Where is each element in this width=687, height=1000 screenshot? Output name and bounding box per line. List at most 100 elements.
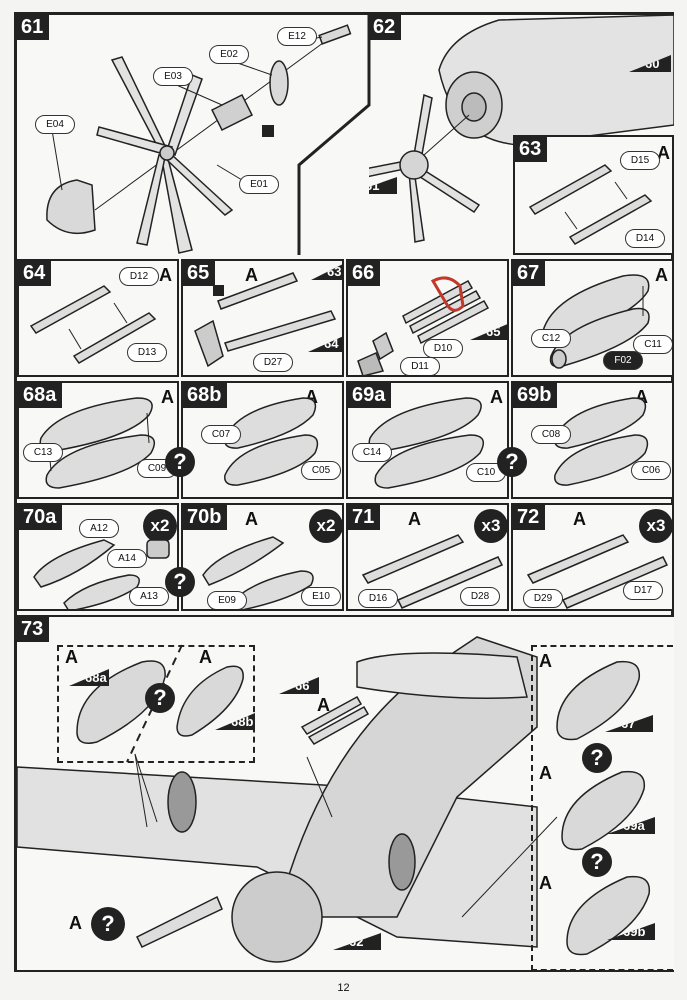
step-number: 73	[17, 617, 50, 642]
step-number: 69a	[348, 383, 392, 408]
step-number: 64	[19, 261, 52, 286]
step-67-panel: 67 A C12 C11 F02	[511, 259, 674, 377]
question-mark-icon: ?	[497, 447, 527, 477]
step-letter: A	[539, 651, 552, 671]
step-63-panel: 63 A D15 D14	[513, 135, 674, 255]
part-label-C06: C06	[631, 461, 671, 480]
part-label-D17: D17	[623, 581, 663, 600]
drop-tank-drawing	[542, 274, 650, 369]
tank-option-drawings	[76, 644, 651, 956]
part-label-C14: C14	[352, 443, 392, 462]
step-number: 71	[348, 505, 381, 530]
step-number: 72	[513, 505, 546, 530]
propeller-assembly-drawing	[46, 24, 352, 254]
step-letter: A	[490, 387, 503, 407]
tank-option-box-right	[531, 645, 673, 970]
step-70b-panel: 70b A x2 E09 E10	[181, 503, 344, 611]
step-number: 67	[513, 261, 546, 286]
multiplier-badge: x2	[143, 509, 177, 543]
step-letter: A	[69, 913, 82, 933]
drop-tank-halves-drawing	[368, 397, 485, 489]
step-letter: A	[655, 265, 668, 285]
step-number: 65	[183, 261, 216, 286]
step-number: 68b	[183, 383, 228, 408]
part-label-D10: D10	[423, 339, 463, 358]
part-label-C11: C11	[633, 335, 672, 354]
part-label-E09: E09	[207, 591, 247, 609]
step-71-panel: 71 A x3 D16 D28	[346, 503, 509, 611]
step-letter: A	[199, 647, 212, 667]
step-69a-panel: 69a A C14 C10	[346, 381, 509, 499]
question-mark-icon: ?	[145, 683, 175, 713]
part-label-D12: D12	[119, 267, 159, 286]
step-number: 69b	[513, 383, 558, 408]
step-letter: A	[657, 143, 670, 163]
page-number: 12	[337, 982, 350, 994]
step-number: 63	[515, 137, 548, 162]
step-letter: A	[245, 509, 258, 529]
step-letter: A	[159, 265, 172, 285]
part-label-A12: A12	[79, 519, 119, 538]
tank-option-box-68	[57, 645, 255, 763]
step-letter: A	[573, 509, 586, 529]
part-label-D11: D11	[400, 357, 440, 375]
question-mark-icon: ?	[165, 447, 195, 477]
part-label-D28: D28	[460, 587, 500, 606]
bomb-assembly-drawing	[202, 536, 314, 609]
rocket-assembly-drawing	[361, 534, 504, 609]
part-label-D29: D29	[523, 589, 563, 608]
step-number: 70a	[19, 505, 63, 530]
step-number: 68a	[19, 383, 63, 408]
step-68a-panel: 68a A C13 C09	[17, 381, 179, 499]
step-number: 62	[369, 15, 402, 40]
multiplier-badge: x2	[309, 509, 342, 543]
part-label-E10: E10	[301, 587, 341, 606]
step-number: 70b	[183, 505, 228, 530]
part-label-C13: C13	[23, 443, 63, 462]
rocket-rail-assembly-drawing	[194, 272, 337, 368]
instruction-page: 61	[14, 12, 674, 972]
multiplier-badge: x3	[639, 509, 672, 543]
part-label-E01: E01	[239, 175, 279, 194]
step-61-panel: 61	[17, 15, 369, 255]
question-mark-icon: ?	[91, 907, 125, 941]
multiplier-badge: x3	[474, 509, 507, 543]
part-label-D13: D13	[127, 343, 167, 362]
rocket-rail-drawing	[528, 164, 653, 245]
part-label-D27: D27	[253, 353, 293, 372]
step-70a-panel: 70a x2 A12 A14 A13	[17, 503, 179, 611]
question-mark-icon: ?	[582, 743, 612, 773]
step-69b-panel: 69b A C08 C06	[511, 381, 674, 499]
step-letter: A	[539, 873, 552, 893]
part-label-A13: A13	[129, 587, 169, 606]
rocket-assembly-drawing	[526, 534, 669, 609]
drop-tank-halves-drawing	[39, 397, 156, 489]
step-64-panel: 64 A D12 D13	[17, 259, 179, 377]
part-label-D15: D15	[620, 151, 660, 170]
drop-tank-halves-drawing	[554, 397, 649, 486]
step-letter: A	[65, 647, 78, 667]
rocket-rail-drawing	[29, 285, 157, 364]
step-number: 61	[17, 15, 50, 40]
step-letter: A	[317, 695, 330, 715]
bomb-assembly-drawing	[33, 539, 170, 609]
part-label-A14: A14	[107, 549, 147, 568]
rocket-bundle-drawing	[357, 276, 490, 375]
step-65-panel: 65 A 63 64 D27	[181, 259, 344, 377]
part-label-C12: C12	[531, 329, 571, 348]
part-label-C08: C08	[531, 425, 571, 444]
part-label-D16: D16	[358, 589, 398, 608]
aircraft-underside-drawing	[17, 636, 558, 963]
part-label-D14: D14	[625, 229, 665, 248]
step-letter: A	[161, 387, 174, 407]
part-label-C05: C05	[301, 461, 341, 480]
step-letter: A	[408, 509, 421, 529]
step-letter: A	[539, 763, 552, 783]
part-label-E04: E04	[35, 115, 75, 134]
part-label-E02: E02	[209, 45, 249, 64]
step-number: 66	[348, 261, 381, 286]
question-mark-icon: ?	[582, 847, 612, 877]
step-68b-panel: 68b A C07 C05	[181, 381, 344, 499]
part-label-E03: E03	[153, 67, 193, 86]
part-label-F02: F02	[603, 351, 643, 370]
